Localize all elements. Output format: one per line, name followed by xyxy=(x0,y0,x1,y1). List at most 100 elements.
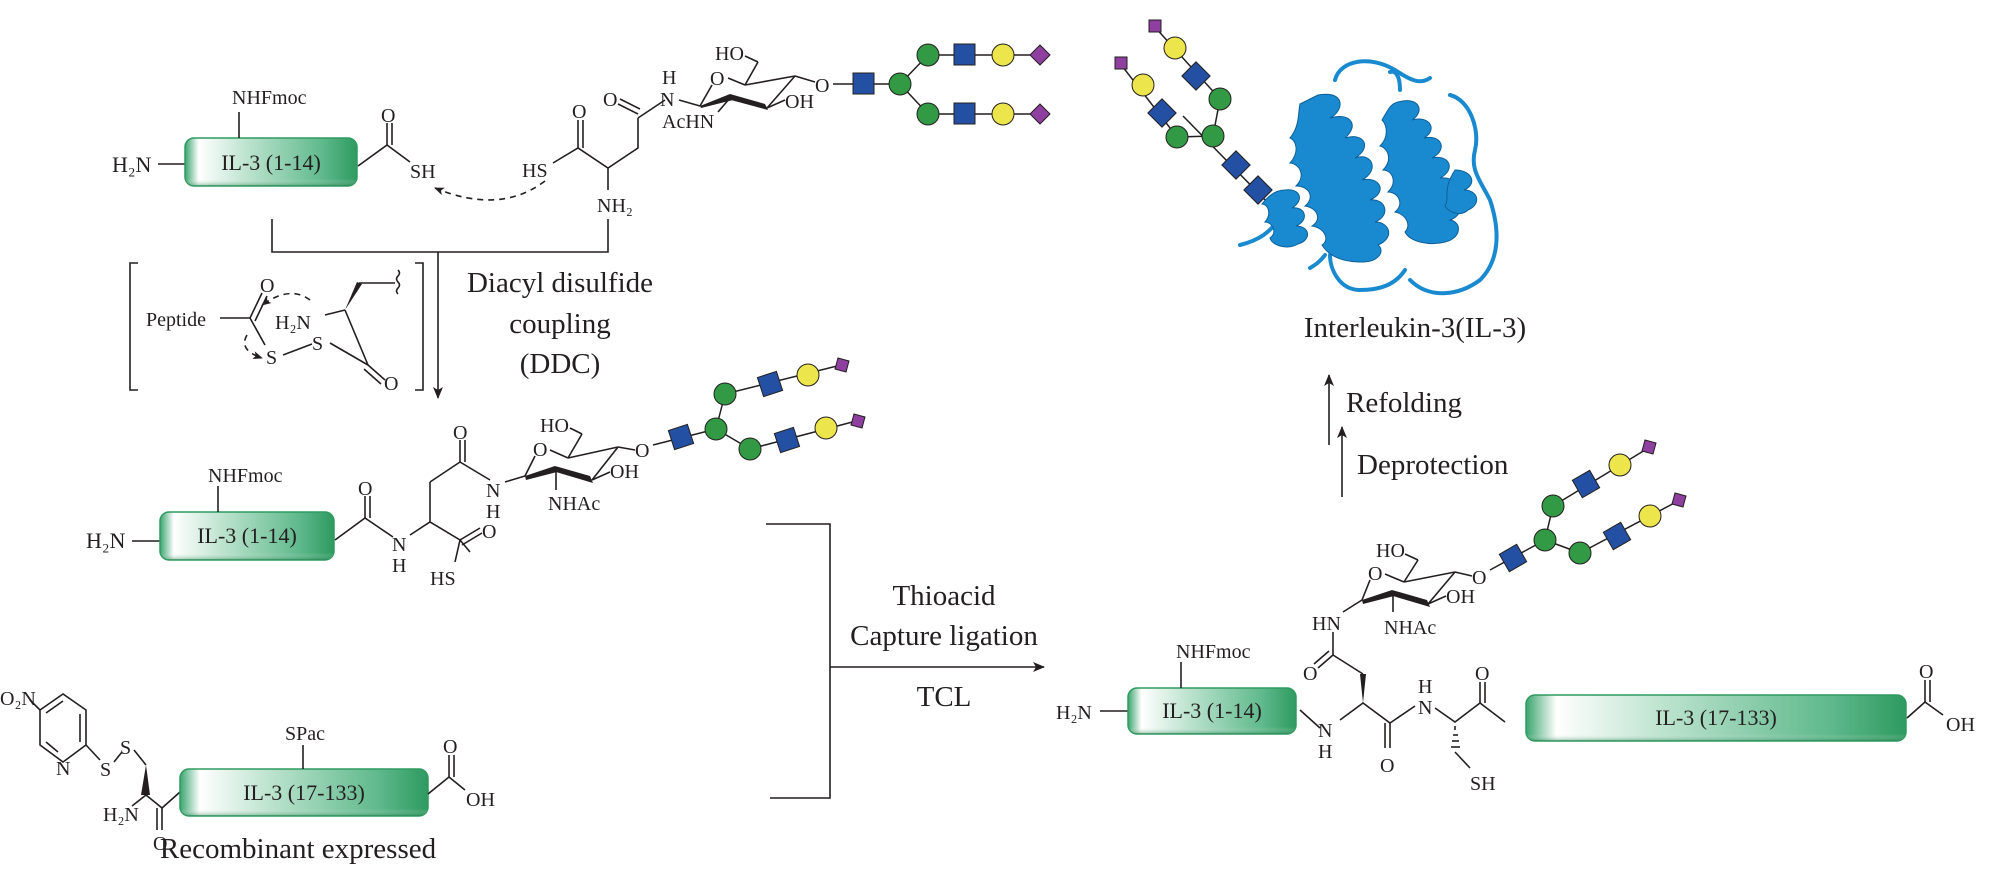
peptide-block-il3-17-133: IL-3 (17-133) xyxy=(179,768,429,817)
sialic-acid-diamond xyxy=(850,413,866,429)
p1-peptide-label: IL-3 (1-14) xyxy=(197,523,297,548)
p2-n-terminus: H₂N xyxy=(1056,702,1092,724)
glycan-tree-3 xyxy=(1489,439,1687,573)
glcnac-square xyxy=(953,102,976,125)
p1-n-terminus: H₂N xyxy=(86,528,126,553)
pyridine-n: N xyxy=(56,758,70,780)
mannose-circle xyxy=(1568,541,1592,565)
sialic-acid-square xyxy=(1114,56,1128,70)
tcl-join-bracket xyxy=(766,523,831,799)
thioacid-sh: SH xyxy=(410,161,436,183)
p1-ring-o: O xyxy=(533,439,547,461)
p2-h1: H xyxy=(1318,741,1332,763)
intermediate-h2n: H₂N xyxy=(275,312,311,334)
peptide-block-il3-1-14: IL-3 (1-14) xyxy=(184,137,358,187)
sialic-acid-square xyxy=(1148,19,1162,33)
side-group-label: NHFmoc xyxy=(232,87,307,109)
mannose-circle xyxy=(1201,124,1225,148)
sialic-acid-diamond xyxy=(1029,44,1051,66)
product-2-ligated-glycoprotein: H₂N IL-3 (1-14) NHFmoc N H O HN O N H O xyxy=(1056,439,1975,795)
glcnac-square xyxy=(1243,175,1273,205)
reactant3-side-group: SPac xyxy=(285,723,325,745)
p1-glycosidic-o: O xyxy=(635,440,649,462)
disulfide-s1: S xyxy=(100,759,111,781)
glcnac-square xyxy=(852,72,875,95)
p2-amide-o: O xyxy=(1380,755,1394,777)
glcnac-square xyxy=(667,423,695,451)
mannose-circle xyxy=(738,437,762,461)
p1-asn-n: N xyxy=(486,480,500,502)
p1-nh-h: H xyxy=(392,555,406,577)
p2-oh: OH xyxy=(1446,586,1475,608)
p2-n1: N xyxy=(1318,720,1332,742)
p1-asn-o: O xyxy=(453,422,467,444)
p2-asn-o: O xyxy=(1303,663,1317,685)
galactose-circle xyxy=(991,43,1015,67)
n-terminus-label: H₂N xyxy=(112,152,152,177)
glycan-tree-1 xyxy=(833,43,1051,126)
deprotection-label: Deprotection xyxy=(1357,449,1509,481)
p2-peptide2-label: IL-3 (17-133) xyxy=(1655,705,1777,730)
peptide-block-il3-1-14: IL-3 (1-14) xyxy=(159,511,335,561)
final-glycoprotein: Interleukin-3(IL-3) xyxy=(1114,19,1526,344)
p1-ho: HO xyxy=(540,415,569,437)
glcnac-square xyxy=(1602,521,1632,551)
sialic-acid-diamond xyxy=(834,357,850,373)
ring-o: O xyxy=(710,68,724,90)
p1-nh-n: N xyxy=(392,534,406,556)
p1-nhac: NHAc xyxy=(548,493,600,515)
intermediate-o-top: O xyxy=(260,275,274,297)
step2-line1: Thioacid xyxy=(892,580,996,612)
p1-amide-o: O xyxy=(358,478,372,500)
mannose-circle xyxy=(1165,125,1189,149)
p2-n2: N xyxy=(1418,697,1432,719)
reactant-1-peptide-thioacid: H₂N IL-3 (1-14) NHFmoc O SH xyxy=(112,87,546,201)
peptide-block-il3-1-14: IL-3 (1-14) xyxy=(1127,687,1297,735)
reactant3-carbonyl-o: O xyxy=(153,833,167,855)
galactose-circle xyxy=(991,102,1015,126)
p2-acid-o: O xyxy=(1919,661,1933,683)
galactose-circle xyxy=(1638,504,1662,528)
amide-n: N xyxy=(660,89,674,111)
p2-ho: HO xyxy=(1376,540,1405,562)
mannose-circle xyxy=(916,43,940,67)
refolding-label: Refolding xyxy=(1346,387,1462,419)
recombinant-caption: Recombinant expressed xyxy=(160,833,437,865)
glcnac-square xyxy=(1221,150,1251,180)
glcnac-square xyxy=(756,370,784,398)
glcnac-square xyxy=(1147,98,1177,128)
p2-glycosidic-o: O xyxy=(1472,567,1486,589)
reactant3-h2n: H₂N xyxy=(103,804,139,826)
sialic-acid-diamond xyxy=(1641,439,1657,455)
galactose-circle xyxy=(1608,453,1632,477)
intermediate-s1: S xyxy=(266,347,277,369)
sialic-acid-diamond xyxy=(1029,103,1051,125)
step-2-label: Thioacid Capture ligation TCL xyxy=(850,580,1038,713)
glycan-tree-2 xyxy=(652,357,866,461)
step2-line2: Capture ligation xyxy=(850,620,1038,652)
reactant3-peptide-label: IL-3 (17-133) xyxy=(243,780,365,805)
amide-h: H xyxy=(662,67,676,89)
intermediate-o-bottom: O xyxy=(384,373,398,395)
p2-acid-oh: OH xyxy=(1946,714,1975,736)
glcnac-square xyxy=(1181,61,1211,91)
galactose-circle xyxy=(796,363,820,387)
peptide-label: IL-3 (1-14) xyxy=(221,150,321,175)
reactant3-acid-oh: OH xyxy=(466,789,495,811)
product-1-glycopeptide-thioacid: H₂N IL-3 (1-14) NHFmoc O N H O N H O HS xyxy=(86,357,866,590)
step1-line3: (DDC) xyxy=(520,348,601,380)
il3-protein-ribbon xyxy=(1238,59,1499,296)
p1-hs: HS xyxy=(430,568,456,590)
mannose-circle xyxy=(916,102,940,126)
p2-cys-o: O xyxy=(1475,663,1489,685)
reactant-2-glycosyl-asparagine: HS O NH₂ O H N O HO OH AcHN O xyxy=(522,43,1051,217)
mannose-circle xyxy=(1208,87,1232,111)
step-1-label: Diacyl disulfide coupling (DDC) xyxy=(467,267,653,380)
ddc-intermediate: Peptide O S S H₂N O xyxy=(129,262,424,395)
glcnac-square xyxy=(1498,543,1528,573)
sialic-acid-diamond xyxy=(1671,492,1687,508)
reactant-3-recombinant-peptide: O₂N N S S H₂N O IL-3 (17-133) SPac O OH xyxy=(0,688,495,865)
p1-oh: OH xyxy=(610,461,639,483)
p2-peptide1-label: IL-3 (1-14) xyxy=(1162,698,1262,723)
